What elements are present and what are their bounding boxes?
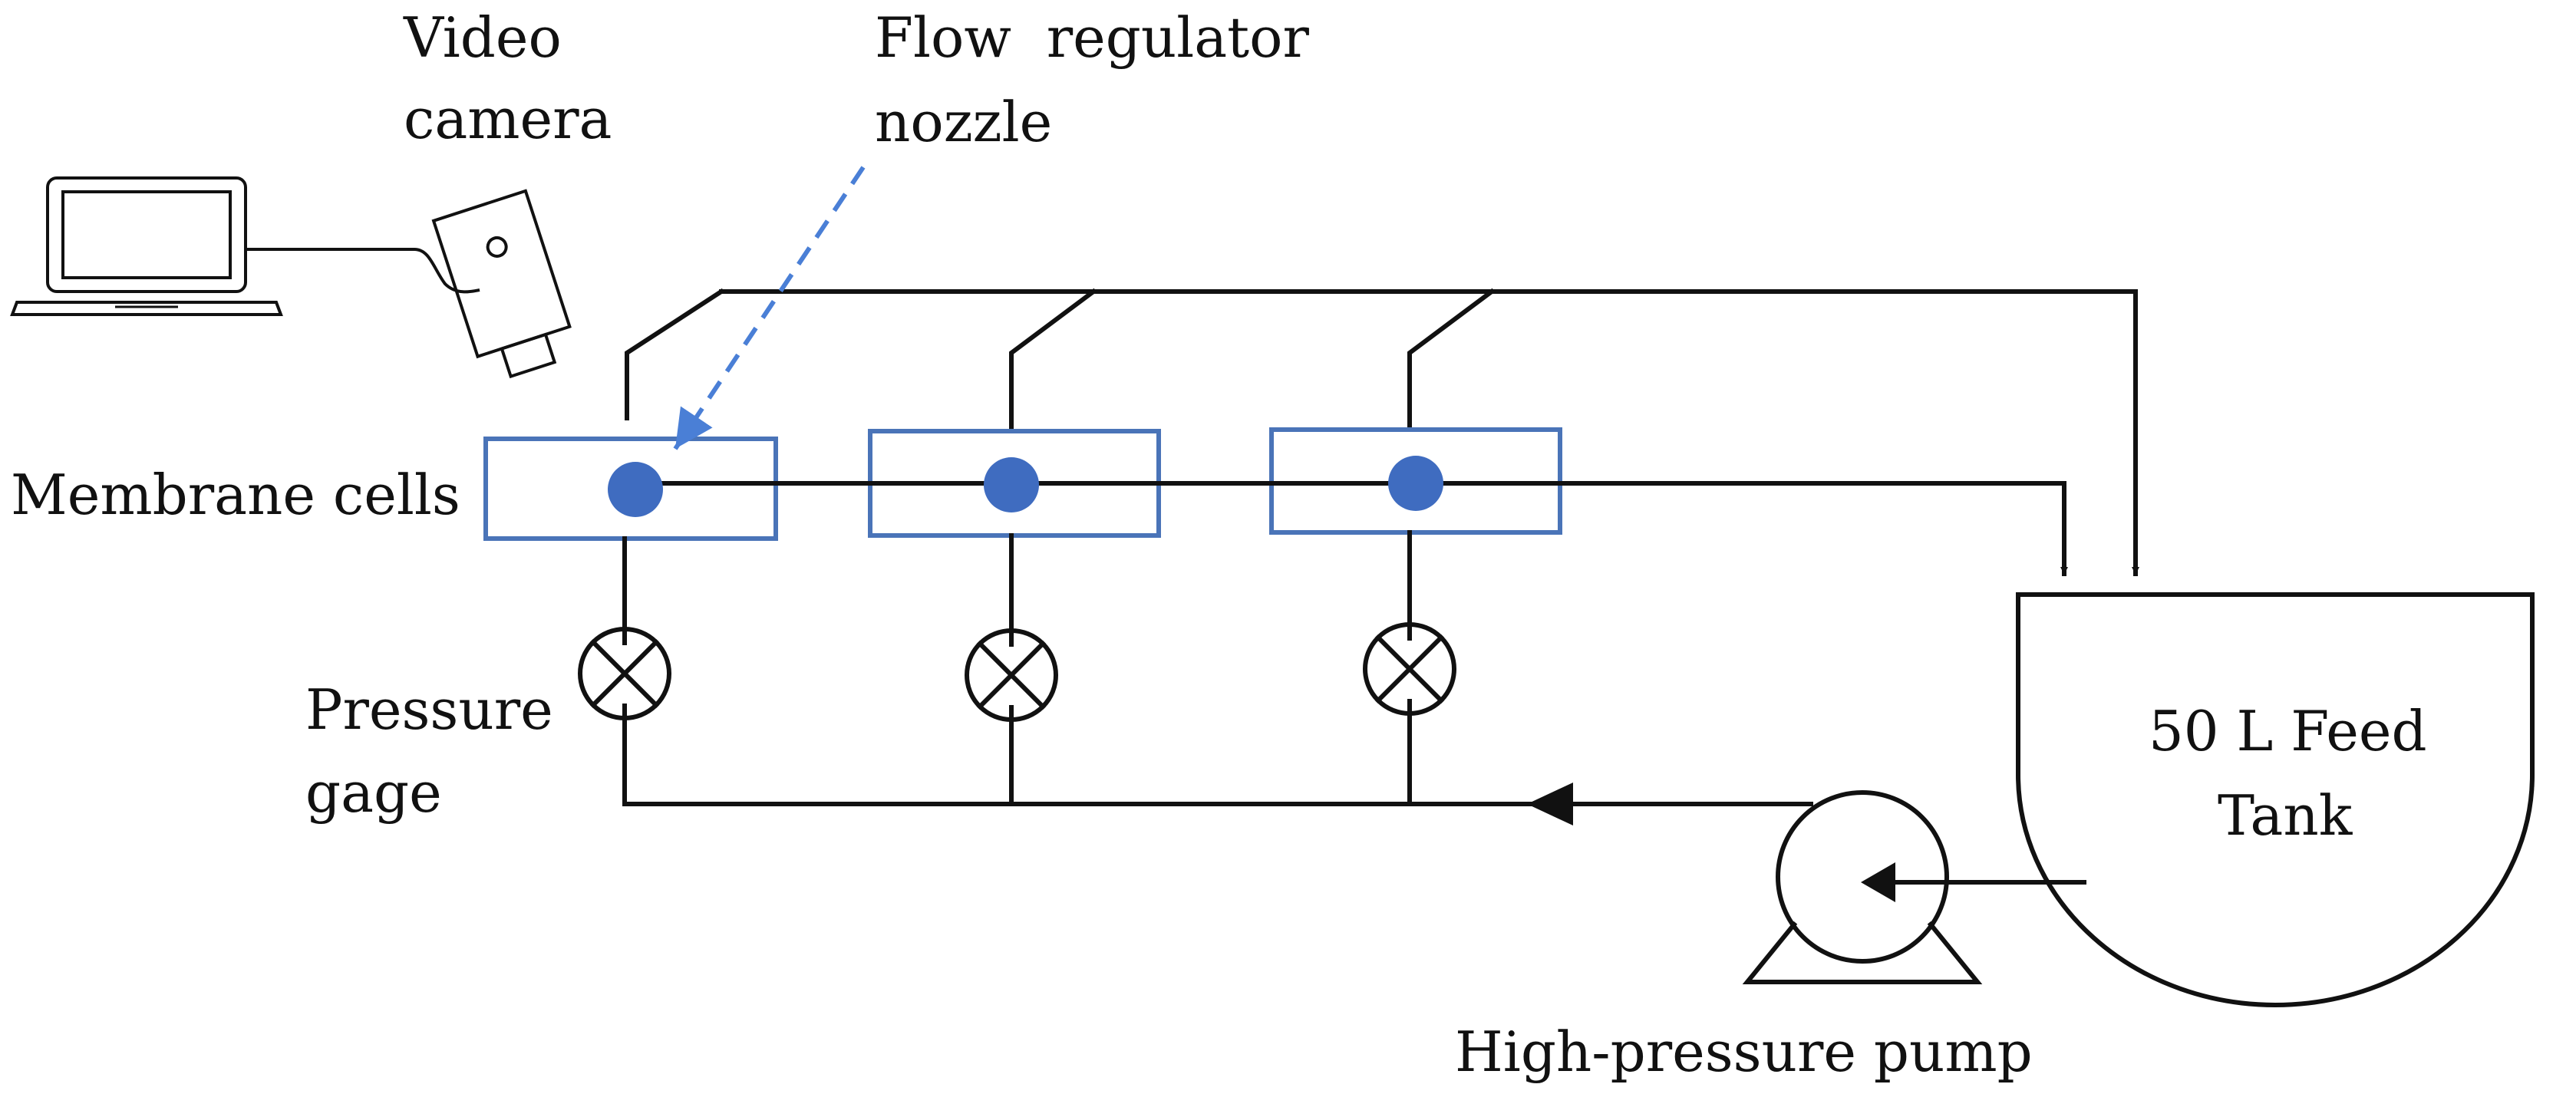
- feed-flow-arrow: [1527, 783, 1573, 825]
- pressure-gage-icon: [1363, 622, 1456, 716]
- flow-regulator-label-line2: nozzle: [875, 90, 1052, 154]
- membrane-cell-1: [483, 437, 778, 541]
- camera-cable: [246, 248, 480, 294]
- nozzle-pointer-arrow: [673, 166, 866, 450]
- feed-tank-icon: [2016, 592, 2535, 1007]
- pressure-gage-icon: [965, 628, 1058, 722]
- pump-icon: [1742, 790, 1983, 984]
- laptop-icon: [10, 176, 283, 316]
- video-camera-label-line1: Video: [403, 5, 562, 70]
- pump-suction-arrow: [1861, 862, 1895, 902]
- video-camera-label-line2: camera: [404, 87, 612, 151]
- flow-regulator-label-line1: Flow regulator: [875, 5, 1309, 70]
- flow-regulator-nozzle-3: [1388, 456, 1443, 511]
- pressure-gage-label-line2: gage: [305, 760, 442, 825]
- flow-regulator-nozzle-2: [984, 457, 1039, 512]
- return-manifold: [625, 288, 2139, 576]
- flow-regulator-nozzle-1: [608, 462, 663, 517]
- feed-branches: [622, 530, 1412, 806]
- feed-tank-label-line1: 50 L Feed: [2149, 699, 2427, 763]
- membrane-cells-label: Membrane cells: [11, 463, 460, 527]
- feed-tank-label-line2: Tank: [2218, 783, 2353, 848]
- pump-label: High-pressure pump: [1455, 1020, 2033, 1084]
- video-camera-icon: [431, 189, 572, 379]
- pressure-gage-label-line1: Pressure: [305, 677, 553, 742]
- pressure-gage-icon: [578, 627, 671, 720]
